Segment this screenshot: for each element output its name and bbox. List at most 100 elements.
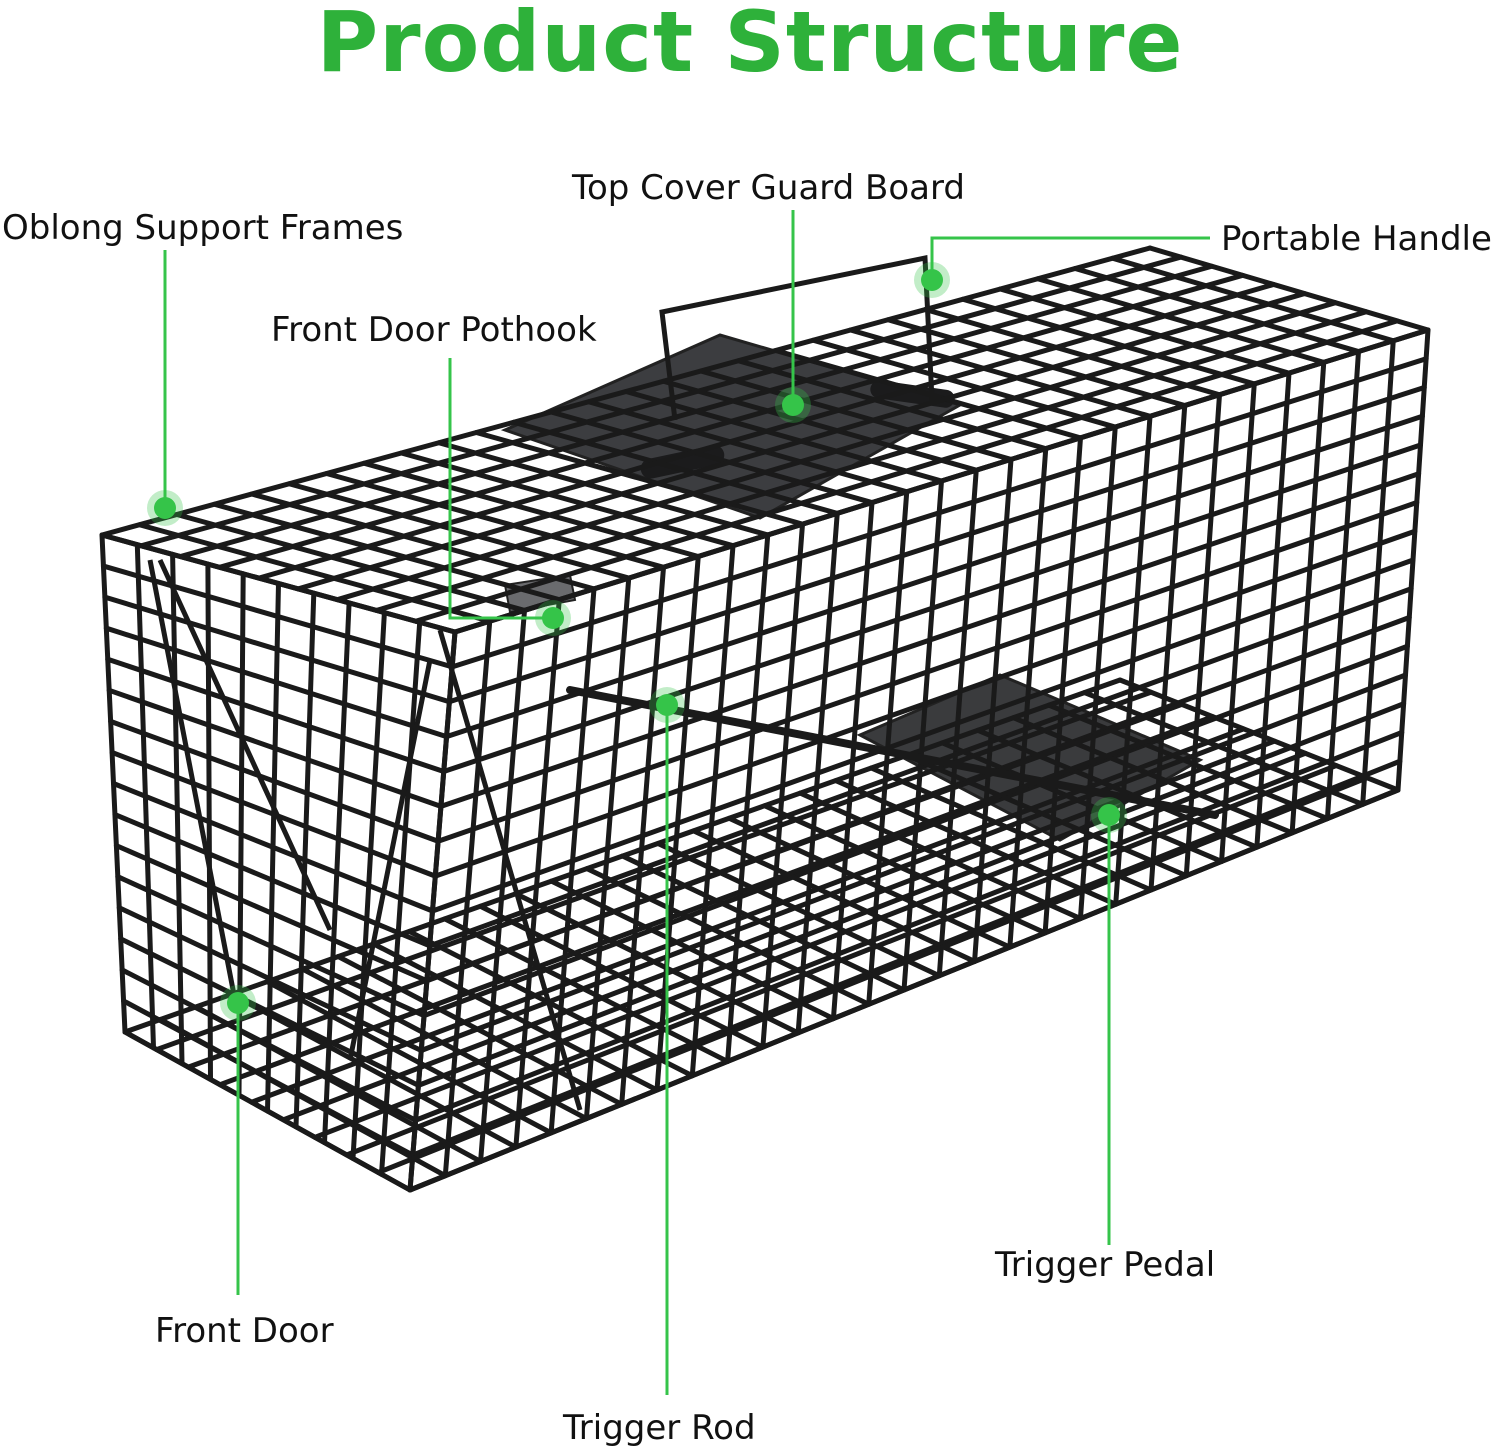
mesh-side-panel — [449, 356, 1429, 670]
mesh-top-panel — [177, 263, 1215, 560]
mesh-top-panel — [623, 389, 944, 484]
mesh-top-panel — [452, 327, 1431, 635]
mesh-bottom-panel — [371, 941, 660, 1093]
mesh-top-panel — [398, 450, 736, 549]
mesh-front-panel — [106, 687, 444, 809]
mesh-bottom-panel — [344, 763, 1339, 1158]
mesh-bottom-panel — [548, 878, 836, 1022]
dot-oblong-frames — [154, 497, 176, 519]
mesh-top-panel — [698, 368, 1014, 462]
mesh-bottom-panel — [312, 750, 1308, 1140]
mesh-bottom-panel — [691, 828, 978, 964]
mesh-top-panel — [773, 348, 1083, 441]
mesh-side-panel — [438, 471, 1422, 809]
label-top-cover-guard-board: Top Cover Guard Board — [572, 168, 965, 208]
mesh-top-panel — [922, 307, 1222, 398]
mesh-bottom-panel — [762, 803, 1048, 936]
mesh-bottom-panel — [584, 866, 872, 1007]
mesh-top-panel — [960, 296, 1257, 387]
mesh-bottom-panel — [797, 790, 1083, 922]
mesh-bottom-panel — [975, 727, 1260, 850]
mesh-bottom-panel — [620, 853, 907, 993]
mesh-bottom-panel — [1046, 702, 1330, 822]
mesh-bottom-panel — [1117, 677, 1401, 793]
mesh-top-panel — [138, 254, 1184, 549]
mesh-bottom-panel — [833, 778, 1119, 907]
mesh-top-panel — [1072, 266, 1361, 355]
leader-front-door-pothook — [448, 358, 553, 620]
mesh-top-panel — [473, 430, 805, 527]
mesh-top-panel — [334, 300, 1338, 603]
mesh-bottom-panel — [122, 1029, 413, 1193]
mesh-top-panel — [217, 272, 1246, 570]
dot-top-cover — [782, 394, 804, 416]
mesh-top-panel — [810, 337, 1118, 430]
leader-portable-handle — [930, 236, 1210, 280]
mesh-top-panel — [436, 440, 771, 538]
mesh-bottom-panel — [122, 677, 1123, 1035]
mesh-front-panel — [113, 843, 430, 984]
mesh-top-panel — [256, 281, 1277, 581]
label-front-door-pothook: Front Door Pothook — [271, 310, 597, 350]
label-trigger-rod: Trigger Rod — [563, 1408, 756, 1448]
mesh-side-panel — [432, 528, 1418, 879]
mesh-top-panel — [286, 481, 632, 581]
mesh-front-panel — [105, 656, 447, 774]
mesh-top-panel — [295, 291, 1307, 592]
callout-dot-halos — [147, 262, 1127, 1021]
mesh-bottom-panel — [335, 954, 625, 1107]
dot-portable-handle — [921, 269, 943, 291]
mesh-bottom-panel — [1010, 715, 1295, 836]
callout-dots — [154, 269, 1120, 1014]
mesh-top-panel — [136, 522, 493, 624]
trigger-rod-wire — [566, 686, 1219, 819]
mesh-bottom-panel — [1081, 690, 1366, 807]
callout-lines — [163, 210, 1210, 1395]
mesh-top-panel — [1035, 276, 1327, 365]
dot-front-door-pothook — [542, 607, 564, 629]
mesh-top-panel — [997, 286, 1292, 376]
mesh-top-panel — [660, 378, 979, 473]
mesh-top-panel — [735, 358, 1049, 452]
mesh-top-panel — [548, 409, 875, 506]
mesh-top-panel — [249, 491, 597, 592]
mesh-top-panel — [374, 309, 1369, 613]
mesh-top-panel — [99, 532, 458, 635]
mesh-top-panel — [848, 327, 1153, 419]
mesh-top-panel — [324, 471, 666, 570]
mesh-bottom-panel — [158, 1016, 448, 1179]
mesh-side-panel — [441, 442, 1423, 774]
mesh-top-panel — [1110, 255, 1396, 344]
mesh-top-panel — [99, 245, 1153, 538]
mesh-bottom-panel — [229, 991, 519, 1150]
mesh-bottom-panel — [300, 966, 589, 1122]
label-trigger-pedal: Trigger Pedal — [995, 1245, 1216, 1285]
mesh-top-panel — [586, 399, 910, 495]
mesh-bottom-panel — [264, 979, 554, 1136]
mesh-side-panel — [446, 385, 1427, 705]
front-door-bars — [147, 558, 583, 1111]
mesh-bottom-panel — [442, 916, 731, 1064]
mesh-side-panel — [427, 586, 1414, 949]
mesh-bottom-panel — [904, 752, 1189, 879]
mesh-bottom-panel — [193, 1004, 484, 1164]
mesh-top-panel — [413, 318, 1400, 624]
mesh-bottom-panel — [655, 840, 942, 979]
label-oblong-support-frames: Oblong Support Frames — [2, 208, 404, 248]
mesh-side-panel — [435, 500, 1420, 844]
label-portable-handle: Portable Handle — [1221, 219, 1492, 259]
mesh-bottom-panel — [154, 689, 1154, 1053]
mesh-bottom-panel — [868, 765, 1154, 893]
mesh-bottom-panel — [217, 714, 1216, 1088]
mesh-top-panel — [211, 501, 562, 603]
mesh-front-panel — [115, 874, 427, 1019]
mesh-top-panel — [885, 317, 1188, 408]
mesh-bottom-panel — [407, 787, 1401, 1193]
mesh-bottom-panel — [185, 701, 1185, 1070]
mesh-bottom-panel — [513, 891, 801, 1036]
mesh-bottom-panel — [939, 740, 1225, 864]
mesh-front-panel — [103, 625, 450, 740]
dot-front-door — [227, 992, 249, 1014]
mesh-front-panel — [100, 563, 455, 670]
